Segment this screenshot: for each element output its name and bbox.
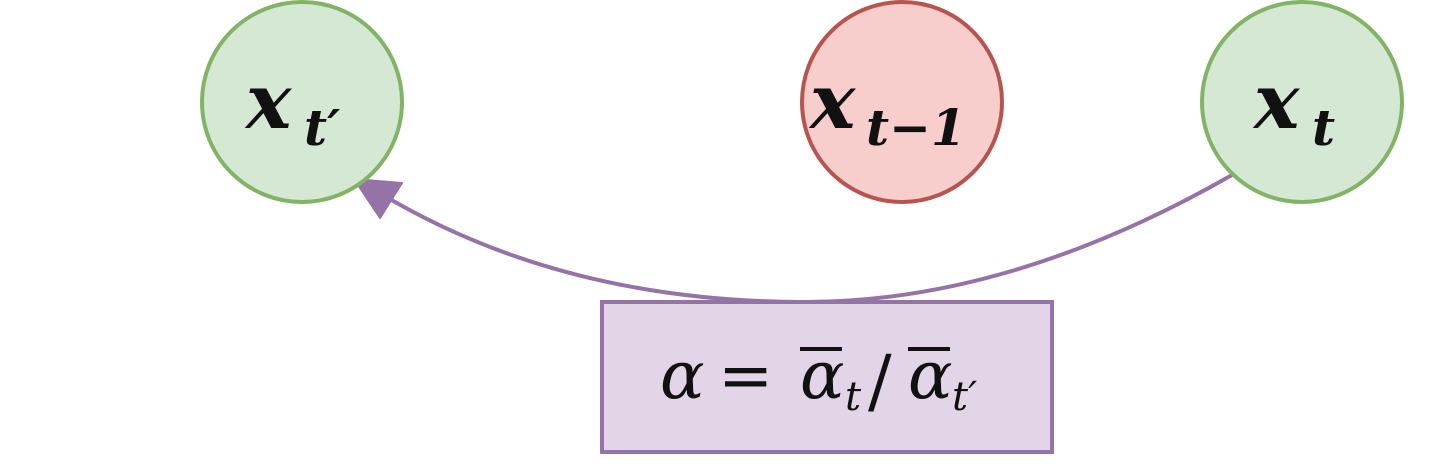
node-x-t-minus-1: x t−1: [800, 0, 1004, 204]
formula-sub-t: t: [845, 374, 862, 420]
node-circle: [800, 0, 1004, 204]
formula-equals: =: [718, 337, 773, 414]
formula-box-rect: [600, 300, 1054, 454]
node-label-base: x: [808, 57, 857, 146]
node-label-sub: t′: [304, 98, 340, 157]
formula-box: α = α t / α t′: [600, 300, 1054, 454]
node-x-t: x t: [1200, 0, 1404, 204]
formula-alpha: α: [660, 337, 705, 414]
formula-alpha-bar-t-prime: α: [908, 337, 953, 414]
formula-alpha-bar-t: α: [800, 337, 845, 414]
formula-sub-t-prime: t′: [952, 374, 977, 420]
node-label-base: x: [1252, 57, 1301, 146]
arrow-edge: [376, 173, 1233, 305]
node-label-sub: t−1: [866, 98, 966, 157]
arrowhead-icon: [353, 178, 403, 219]
formula-slash: /: [868, 340, 892, 422]
node-label-sub: t: [1312, 98, 1335, 157]
node-circle: [1200, 0, 1404, 204]
node-label-base: x: [244, 57, 293, 146]
node-circle: [200, 0, 404, 204]
node-x-t-prime: x t′: [200, 0, 404, 204]
